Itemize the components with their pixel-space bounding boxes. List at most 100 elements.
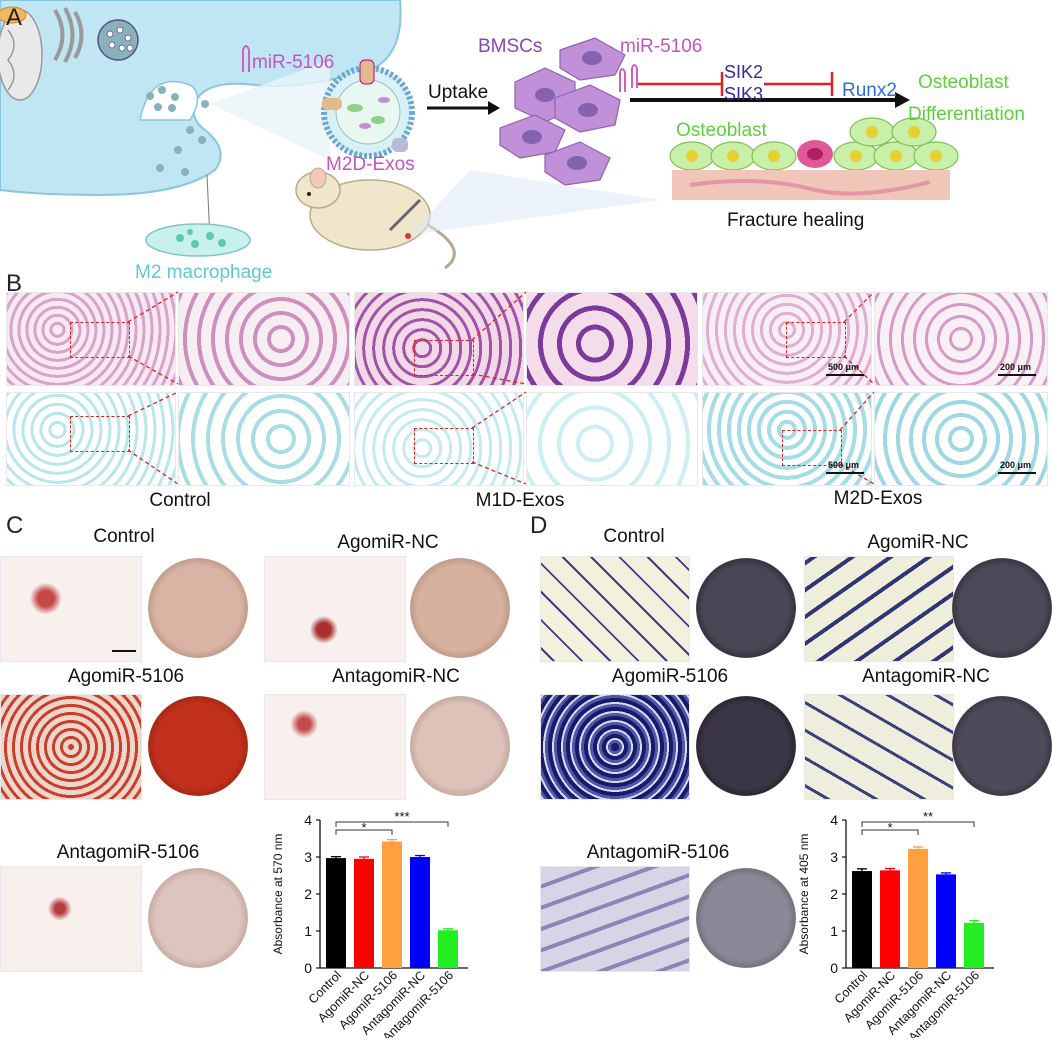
c-label-agomir-nc: AgomiR-NC: [337, 532, 439, 553]
chart-c-ytick-label: 3: [304, 849, 312, 865]
chart-d-ytick-label: 0: [830, 960, 838, 976]
c-control-well: [148, 558, 248, 658]
fracture-label: Fracture healing: [727, 210, 865, 231]
chart-c-bar-0: [326, 858, 346, 968]
group-label-m1d: M1D-Exos: [475, 490, 565, 511]
group-label-m2d: M2D-Exos: [833, 488, 923, 509]
uptake-label: Uptake: [428, 82, 489, 103]
sik2-label: SIK2: [724, 62, 764, 82]
fg-control-overview: [6, 392, 176, 486]
c-agomir-nc-micro: [264, 556, 406, 662]
organelle-orange: [0, 6, 27, 24]
panel-label-a: A: [6, 4, 23, 31]
scalebar-200-top: [998, 374, 1036, 376]
macrophage-label: M2 macrophage: [135, 262, 273, 283]
fg-m1d-zoom: [526, 392, 698, 486]
d-agomir-5106-micro: [540, 694, 690, 800]
c-label-agomir-5106: AgomiR-5106: [67, 666, 185, 687]
he-m1d-zoom: [526, 292, 698, 386]
c-antagomir-5106-micro: [0, 866, 142, 972]
d-agomir-5106-well: [696, 696, 796, 796]
d-label-agomir-nc: AgomiR-NC: [867, 532, 969, 553]
zoom-box-he-control: [70, 322, 130, 358]
c-control-micro: [0, 556, 142, 662]
organelle-golgi: [53, 7, 84, 63]
c-antagomir-nc-micro: [264, 694, 406, 800]
chart-c-bar-3: [410, 857, 430, 968]
fg-control-zoom: [178, 392, 350, 486]
he-control-overview: [6, 292, 176, 386]
mirna-hairpin-icon: [242, 45, 250, 72]
d-label-agomir-5106: AgomiR-5106: [611, 666, 729, 687]
chart-c-ytick-label: 1: [304, 923, 312, 939]
c-antagomir-5106-well: [148, 868, 248, 968]
c-scalebar: [112, 650, 136, 652]
chart-d-ytick-label: 4: [830, 812, 838, 828]
scalebar-500-top-label: 500 μm: [828, 362, 860, 372]
scalebar-200-bottom: [998, 472, 1036, 474]
d-antagomir-5106-micro: [540, 866, 690, 972]
d-agomir-nc-micro: [804, 556, 954, 662]
zoom-box-fg-m1d: [414, 428, 474, 464]
d-label-control: Control: [603, 526, 665, 547]
fg-m2d-zoom: [874, 392, 1048, 486]
d-label-antagomir-5106: AntagomiR-5106: [586, 842, 730, 863]
scalebar-500-top: [826, 374, 864, 376]
chart-c-ylabel: Absorbance at 570 nm: [271, 834, 285, 955]
chart-c-sig-label-2: ***: [394, 810, 409, 824]
d-antagomir-nc-well: [952, 696, 1052, 796]
osteoblast-cells-label: Osteoblast: [676, 120, 767, 141]
chart-d-bar-4: [964, 922, 984, 968]
chart-d-ytick-label: 2: [830, 886, 838, 902]
c-agomir-5106-well: [148, 696, 248, 796]
panel-a-schematic: [0, 0, 959, 270]
fg-m1d-overview: [354, 392, 524, 486]
zoom-box-he-m2d: [786, 322, 846, 358]
chart-c-ytick-label: 2: [304, 886, 312, 902]
chart-d-sig-bracket-2: [861, 821, 975, 827]
scalebar-200-bottom-label: 200 μm: [1000, 460, 1032, 470]
he-m2d-overview: [702, 292, 872, 386]
c-label-control: Control: [93, 526, 155, 547]
chart-d-sig-label-2: **: [923, 810, 933, 824]
d-label-antagomir-nc: AntagomiR-NC: [862, 666, 990, 687]
group-label-control: Control: [149, 490, 211, 511]
fg-m2d-overview: [702, 392, 872, 486]
bmsc-cells: [499, 37, 626, 186]
he-m2d-zoom: [874, 292, 1048, 386]
chart-c-bar-2: [382, 841, 402, 968]
bmsc-label: BMSCs: [478, 36, 543, 57]
fracture-strip: [672, 170, 950, 200]
chart-c-bar-1: [354, 858, 374, 968]
panel-label-c: C: [6, 512, 24, 539]
petri-dish: [145, 223, 251, 257]
scalebar-500-bottom: [826, 472, 864, 474]
chart-c-ytick-label: 4: [304, 812, 312, 828]
organelle-mvb: [97, 19, 139, 61]
c-antagomir-nc-well: [410, 696, 510, 796]
chart-c-sig-bracket-1: [335, 829, 393, 835]
d-control-micro: [540, 556, 690, 662]
c-agomir-nc-well: [410, 558, 510, 658]
scalebar-200-top-label: 200 μm: [1000, 362, 1032, 372]
he-control-zoom: [178, 292, 350, 386]
chart-d-sig-bracket-1: [861, 829, 919, 835]
runx2-label: Runx2: [842, 80, 897, 101]
exo-label: M2D-Exos: [326, 154, 415, 175]
chart-d-ytick-label: 1: [830, 923, 838, 939]
chart-d-bar-0: [852, 871, 872, 968]
chart-d-bar-3: [936, 874, 956, 968]
panel-label-d: D: [530, 512, 548, 539]
differentiation-label: Differentiation: [908, 104, 1025, 125]
chart-c-bar-4: [438, 930, 458, 968]
panel-label-b: B: [6, 270, 23, 297]
d-control-well: [696, 558, 796, 658]
sik3-label: SIK3: [724, 84, 764, 104]
osteoblast-label: Osteoblast: [918, 72, 1009, 93]
zoom-box-he-m1d: [414, 340, 474, 376]
c-label-antagomir-5106: AntagomiR-5106: [56, 842, 200, 863]
chart-d-ylabel: Absorbance at 405 nm: [797, 834, 811, 955]
chart-c-ytick-label: 0: [304, 960, 312, 976]
